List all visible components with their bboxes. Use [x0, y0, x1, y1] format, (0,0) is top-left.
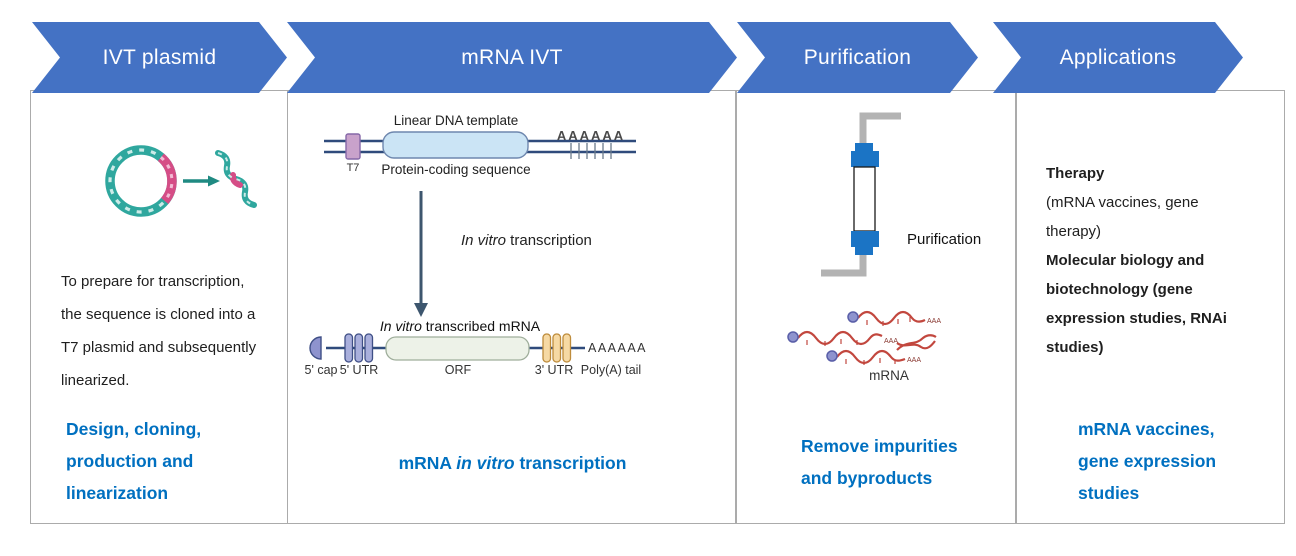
step-label: mRNA IVT — [461, 45, 563, 69]
polya-aaa-labels: AAA AAA AAA — [884, 318, 941, 364]
aaa-label: AAA — [884, 338, 898, 345]
description-line: T7 plasmid and subsequently — [61, 339, 257, 356]
mrna-strands-icon — [797, 310, 937, 365]
description-line: Molecular biology and — [1046, 252, 1205, 269]
panel-applications: Therapy (mRNA vaccines, gene therapy) Mo… — [1016, 90, 1285, 524]
description-line: linearized. — [61, 372, 130, 389]
aaa-label: AAA — [927, 318, 941, 325]
linear-dna-template-label: Linear DNA template — [393, 113, 519, 128]
column-purification-label: Purification — [907, 231, 982, 248]
panel3-highlight: Remove impurities and byproducts — [801, 430, 958, 494]
mrna-cap-dots-icon — [787, 311, 859, 362]
panel-mrna-ivt: Linear DNA template T7 Protein-coding se… — [287, 90, 736, 524]
orf-label: ORF — [444, 363, 472, 377]
ivt-diagram — [309, 131, 636, 363]
panel-purification: AAA AAA AAA Purification mRNA Remove imp… — [736, 90, 1016, 524]
highlight-line: Design, cloning, — [66, 419, 202, 439]
description-line: the sequence is cloned into a — [61, 306, 256, 323]
mrna-label: mRNA — [869, 368, 909, 383]
description-line: studies) — [1046, 339, 1104, 356]
step-label: Purification — [803, 45, 912, 69]
highlight-line: gene expression — [1078, 451, 1217, 471]
description-line: (mRNA vaccines, gene — [1046, 194, 1199, 211]
polya-tail-label: Poly(A) tail — [580, 363, 642, 377]
purification-illustration: AAA AAA AAA — [787, 112, 941, 365]
chromatography-column-icon — [821, 112, 901, 277]
panel4-description: Therapy (mRNA vaccines, gene therapy) Mo… — [1046, 159, 1227, 362]
panel1-highlight: Design, cloning, production and lineariz… — [66, 413, 201, 509]
description-line: expression studies, RNAi — [1046, 310, 1227, 327]
step-label: Applications — [1059, 45, 1177, 69]
highlight-line: linearization — [66, 483, 169, 503]
inlet-tube-icon — [859, 112, 901, 146]
highlight-line: mRNA vaccines, — [1078, 419, 1215, 439]
in-vitro-transcription-label: In vitro transcription — [461, 232, 592, 249]
highlight-line: studies — [1078, 483, 1140, 503]
five-prime-utr-label: 5' UTR — [339, 363, 379, 377]
description-line: To prepare for transcription, — [61, 273, 245, 290]
description-line: biotechnology (gene — [1046, 281, 1193, 298]
plasmid-circle-icon — [105, 145, 177, 217]
transcription-arrow-icon — [414, 191, 428, 317]
polya-ticks-icon — [570, 143, 612, 159]
highlight-line: Remove impurities — [801, 436, 958, 456]
therapy-heading: Therapy — [1046, 165, 1105, 182]
five-prime-cap-label: 5' cap — [304, 363, 338, 377]
highlight-line: and byproducts — [801, 468, 933, 488]
panel2-highlight: mRNA in vitro transcription — [398, 453, 627, 473]
five-prime-cap-icon — [309, 336, 322, 360]
protein-coding-label: Protein-coding sequence — [381, 162, 531, 177]
step-arrow-mrna-ivt: mRNA IVT — [287, 22, 737, 93]
five-prime-utr-icon — [344, 333, 374, 363]
t7-promoter-box — [345, 133, 361, 160]
linear-dna-template-icon — [324, 131, 636, 160]
panel4-highlight: mRNA vaccines, gene expression studies — [1078, 413, 1216, 509]
t7-label: T7 — [346, 162, 360, 174]
panel-ivt-plasmid: To prepare for transcription, the sequen… — [30, 90, 288, 524]
orf-box — [385, 336, 530, 361]
linearize-arrow-icon — [183, 175, 220, 187]
protein-coding-box — [382, 131, 529, 159]
aaa-label: AAA — [907, 357, 921, 364]
description-line: therapy) — [1046, 223, 1102, 240]
outlet-tube-icon — [821, 251, 867, 277]
transcribed-mrna-title: In vitro transcribed mRNA — [379, 318, 541, 334]
linear-dna-icon — [215, 150, 257, 208]
dna-polya-sequence: AAAAAA — [556, 128, 626, 143]
three-prime-utr-icon — [542, 333, 572, 363]
three-prime-utr-label: 3' UTR — [534, 363, 574, 377]
polya-sequence: AAAAAA — [588, 341, 648, 355]
step-arrow-purification: Purification — [737, 22, 978, 93]
panel1-description: To prepare for transcription, the sequen… — [61, 265, 256, 397]
plasmid-linearization-illustration — [105, 145, 257, 217]
mrna-construct-icon — [309, 333, 585, 363]
step-label: IVT plasmid — [102, 45, 217, 69]
highlight-line: production and — [66, 451, 194, 471]
step-arrow-ivt-plasmid: IVT plasmid — [32, 22, 287, 93]
step-arrow-applications: Applications — [993, 22, 1243, 93]
